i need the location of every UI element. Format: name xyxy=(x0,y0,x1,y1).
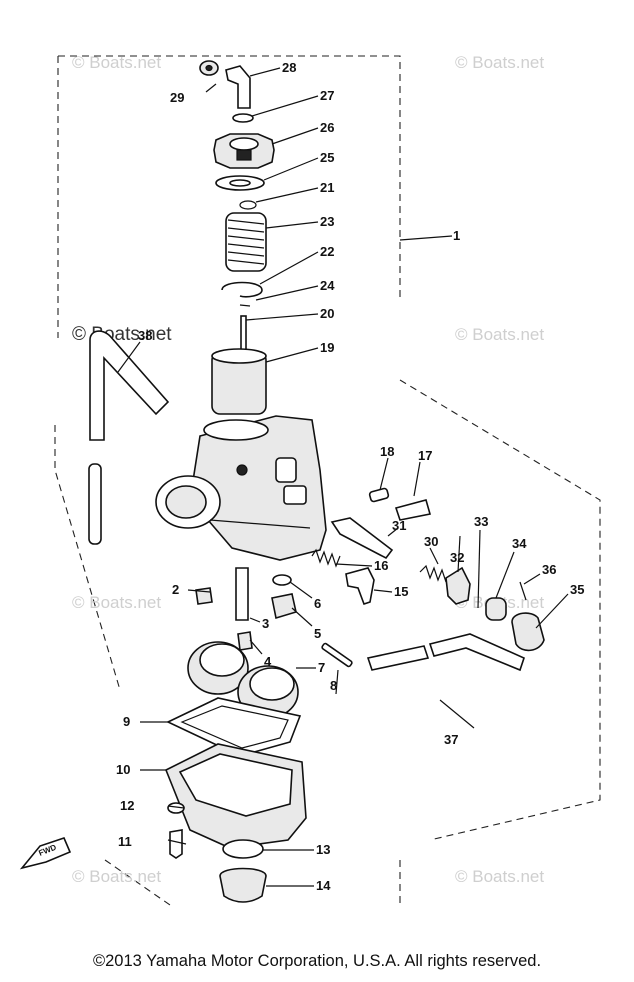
part-washer xyxy=(232,113,254,123)
part-boot xyxy=(511,612,545,652)
part-elbow-tube xyxy=(225,65,251,109)
callout-36: 36 xyxy=(542,562,556,577)
part-plunger-cap xyxy=(445,566,471,605)
callout-14: 14 xyxy=(316,878,331,893)
callout-12: 12 xyxy=(120,798,134,813)
part-throttle-spring xyxy=(225,212,267,272)
part-cap-nut xyxy=(199,60,219,76)
part-air-vent-pipe-lower xyxy=(88,463,102,545)
watermark: © Boats.net xyxy=(72,593,161,612)
callout-3: 3 xyxy=(262,616,269,631)
callout-17: 17 xyxy=(418,448,432,463)
callout-30: 30 xyxy=(424,534,438,549)
part-pilot-screw xyxy=(368,487,390,503)
callout-11: 11 xyxy=(118,834,132,849)
callout-26: 26 xyxy=(320,120,334,135)
callout-10: 10 xyxy=(116,762,130,777)
part-overflow-pipe xyxy=(366,645,430,671)
callout-1: 1 xyxy=(453,228,460,243)
part-cable-seat xyxy=(485,597,507,621)
part-starter-plunger xyxy=(345,567,375,606)
callout-15: 15 xyxy=(394,584,408,599)
part-plunger-spring xyxy=(311,548,341,568)
callout-27: 27 xyxy=(320,88,334,103)
part-drain-plug xyxy=(219,867,267,903)
group-outline xyxy=(54,55,601,906)
part-adjust-spring xyxy=(419,564,447,583)
callout-33: 33 xyxy=(474,514,488,529)
part-carburetor-body xyxy=(155,415,327,561)
callout-19: 19 xyxy=(320,340,334,355)
callout-9: 9 xyxy=(123,714,130,729)
part-cap-gasket-hole xyxy=(229,179,251,187)
part-o-ring xyxy=(222,839,264,859)
callout-34: 34 xyxy=(512,536,527,551)
callout-31: 31 xyxy=(392,518,406,533)
part-air-vent-pipe xyxy=(89,330,170,441)
part-spring-seat xyxy=(221,281,263,298)
part-float-pin xyxy=(321,642,353,668)
watermark: © Boats.net xyxy=(72,867,161,886)
callout-2: 2 xyxy=(172,582,179,597)
part-throttle-valve xyxy=(211,348,267,415)
part-clip xyxy=(239,200,257,210)
part-throttle-stop-screw xyxy=(394,499,432,521)
callout-6: 6 xyxy=(314,596,321,611)
callout-38: 38 xyxy=(138,328,152,343)
callout-37: 37 xyxy=(444,732,458,747)
callout-13: 13 xyxy=(316,842,330,857)
callout-35: 35 xyxy=(570,582,584,597)
forward-arrow-icon: FWD xyxy=(19,837,72,870)
callout-4: 4 xyxy=(264,654,272,669)
callout-28: 28 xyxy=(282,60,296,75)
callout-20: 20 xyxy=(320,306,334,321)
callout-18: 18 xyxy=(380,444,394,459)
callout-24: 24 xyxy=(320,278,335,293)
watermark: © Boats.net xyxy=(455,53,544,72)
callout-32: 32 xyxy=(450,550,464,565)
callout-25: 25 xyxy=(320,150,334,165)
part-overflow-pipe-bent xyxy=(428,633,525,672)
watermark: © Boats.net xyxy=(72,53,161,72)
callout-8: 8 xyxy=(330,678,337,693)
part-plunger xyxy=(330,517,394,560)
part-needle-clip xyxy=(239,304,251,307)
watermark: © Boats.net xyxy=(72,324,172,345)
part-cable-pin xyxy=(519,581,527,601)
copyright-notice: ©2013 Yamaha Motor Corporation, U.S.A. A… xyxy=(92,952,542,970)
part-pilot-air-jet xyxy=(271,593,297,620)
callout-23: 23 xyxy=(320,214,334,229)
leader-lines xyxy=(117,67,569,887)
part-float-assembly xyxy=(187,641,299,719)
callout-16: 16 xyxy=(374,558,388,573)
part-mixing-chamber-cap xyxy=(213,133,275,169)
part-main-nozzle xyxy=(235,567,249,621)
callout-29: 29 xyxy=(170,90,184,105)
part-float-chamber-gasket-inner xyxy=(180,705,289,749)
callout-22: 22 xyxy=(320,244,334,259)
callout-21: 21 xyxy=(320,180,334,195)
part-o-ring-small xyxy=(272,574,292,586)
watermark: © Boats.net xyxy=(455,325,544,344)
watermark: © Boats.net xyxy=(455,867,544,886)
callout-5: 5 xyxy=(314,626,321,641)
part-float-chamber xyxy=(164,743,307,849)
callout-7: 7 xyxy=(318,660,325,675)
part-main-jet xyxy=(237,631,253,651)
part-drain-screw xyxy=(169,829,183,859)
